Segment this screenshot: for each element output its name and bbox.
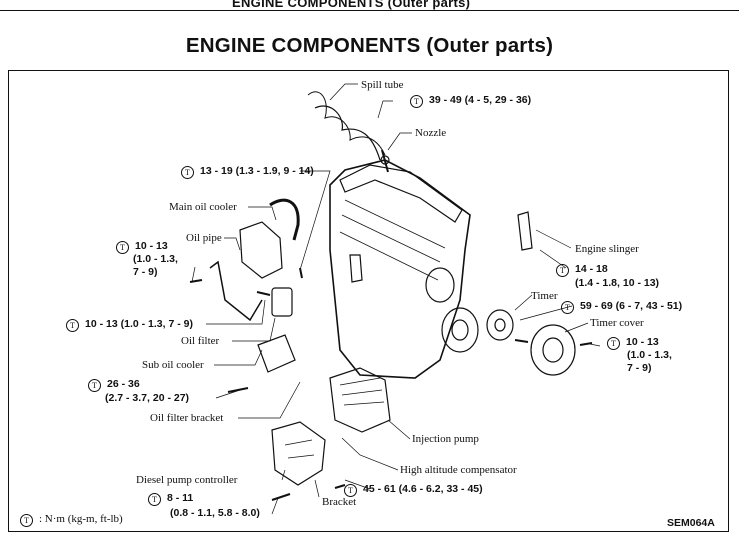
torque-icon: T — [66, 319, 79, 332]
crank-pulley — [441, 307, 479, 353]
torque-icon: T — [181, 166, 194, 179]
torque-spec-timer-cover-line3: 7 - 9) — [627, 362, 652, 374]
label-nozzle: Nozzle — [415, 127, 447, 139]
torque-spec-engine-slinger-line2: (1.4 - 1.8, 10 - 13) — [575, 277, 660, 289]
torque-icon: T — [607, 337, 620, 350]
torque-icon: T — [410, 95, 423, 108]
torque-icon: T — [20, 514, 33, 527]
timer-cover-shape — [530, 324, 576, 376]
torque-icon: T — [148, 493, 161, 506]
label-sub-oil-cooler: Sub oil cooler — [142, 359, 204, 371]
engine-block — [329, 159, 471, 379]
label-main-oil-cooler: Main oil cooler — [169, 201, 237, 213]
torque-spec-oil-pipe-line2: (1.0 - 1.3, — [133, 253, 178, 265]
leader-lines — [191, 83, 601, 515]
diagram-frame — [8, 70, 729, 532]
label-engine-slinger: Engine slinger — [575, 243, 639, 255]
torque-icon: T — [556, 264, 569, 277]
label-oil-filter: Oil filter — [181, 335, 220, 347]
engine-slinger-shape — [517, 211, 533, 251]
label-oil-filter-bracket: Oil filter bracket — [150, 412, 224, 424]
running-title: ENGINE COMPONENTS (Outer parts) — [232, 0, 471, 10]
rocker-cover — [339, 164, 463, 223]
diesel-pump-controller — [271, 421, 326, 486]
label-spill-tube: Spill tube — [361, 79, 404, 91]
label-oil-pipe: Oil pipe — [186, 232, 222, 244]
injection-pump-body — [329, 367, 391, 433]
oil-filter-shape — [271, 287, 293, 317]
label-injection-pump: Injection pump — [412, 433, 479, 445]
torque-spec-timer-cover-line2: (1.0 - 1.3, — [627, 349, 672, 361]
torque-spec-oil-pipe-line3: 7 - 9) — [133, 266, 158, 278]
torque-icon: T — [344, 484, 357, 497]
front-pulley — [425, 267, 455, 303]
oil-pipe — [209, 260, 263, 322]
torque-icon: T — [116, 241, 129, 254]
figure-code: SEM064A — [667, 517, 715, 529]
timer-shape — [486, 309, 514, 341]
label-diesel-pump-controller: Diesel pump controller — [136, 474, 238, 486]
main-oil-cooler — [239, 221, 283, 279]
torque-icon: T — [561, 301, 574, 314]
label-high-altitude-compensator: High altitude compensator — [400, 464, 517, 476]
label-bracket: Bracket — [322, 496, 357, 508]
injection-lines — [307, 91, 386, 156]
torque-unit-legend: T: N·m (kg-m, ft-lb) — [20, 513, 123, 527]
sub-oil-cooler — [257, 334, 296, 373]
torque-spec-sub-oil-cooler-line2: (2.7 - 3.7, 20 - 27) — [105, 392, 190, 404]
label-timer-cover: Timer cover — [590, 317, 644, 329]
label-timer: Timer — [531, 290, 558, 302]
torque-icon: T — [88, 379, 101, 392]
torque-spec-pump-controller-line2: (0.8 - 1.1, 5.8 - 8.0) — [170, 507, 260, 519]
running-header: ENGINE COMPONENTS (Outer parts) — [0, 0, 739, 11]
page-title: ENGINE COMPONENTS (Outer parts) — [185, 34, 554, 57]
